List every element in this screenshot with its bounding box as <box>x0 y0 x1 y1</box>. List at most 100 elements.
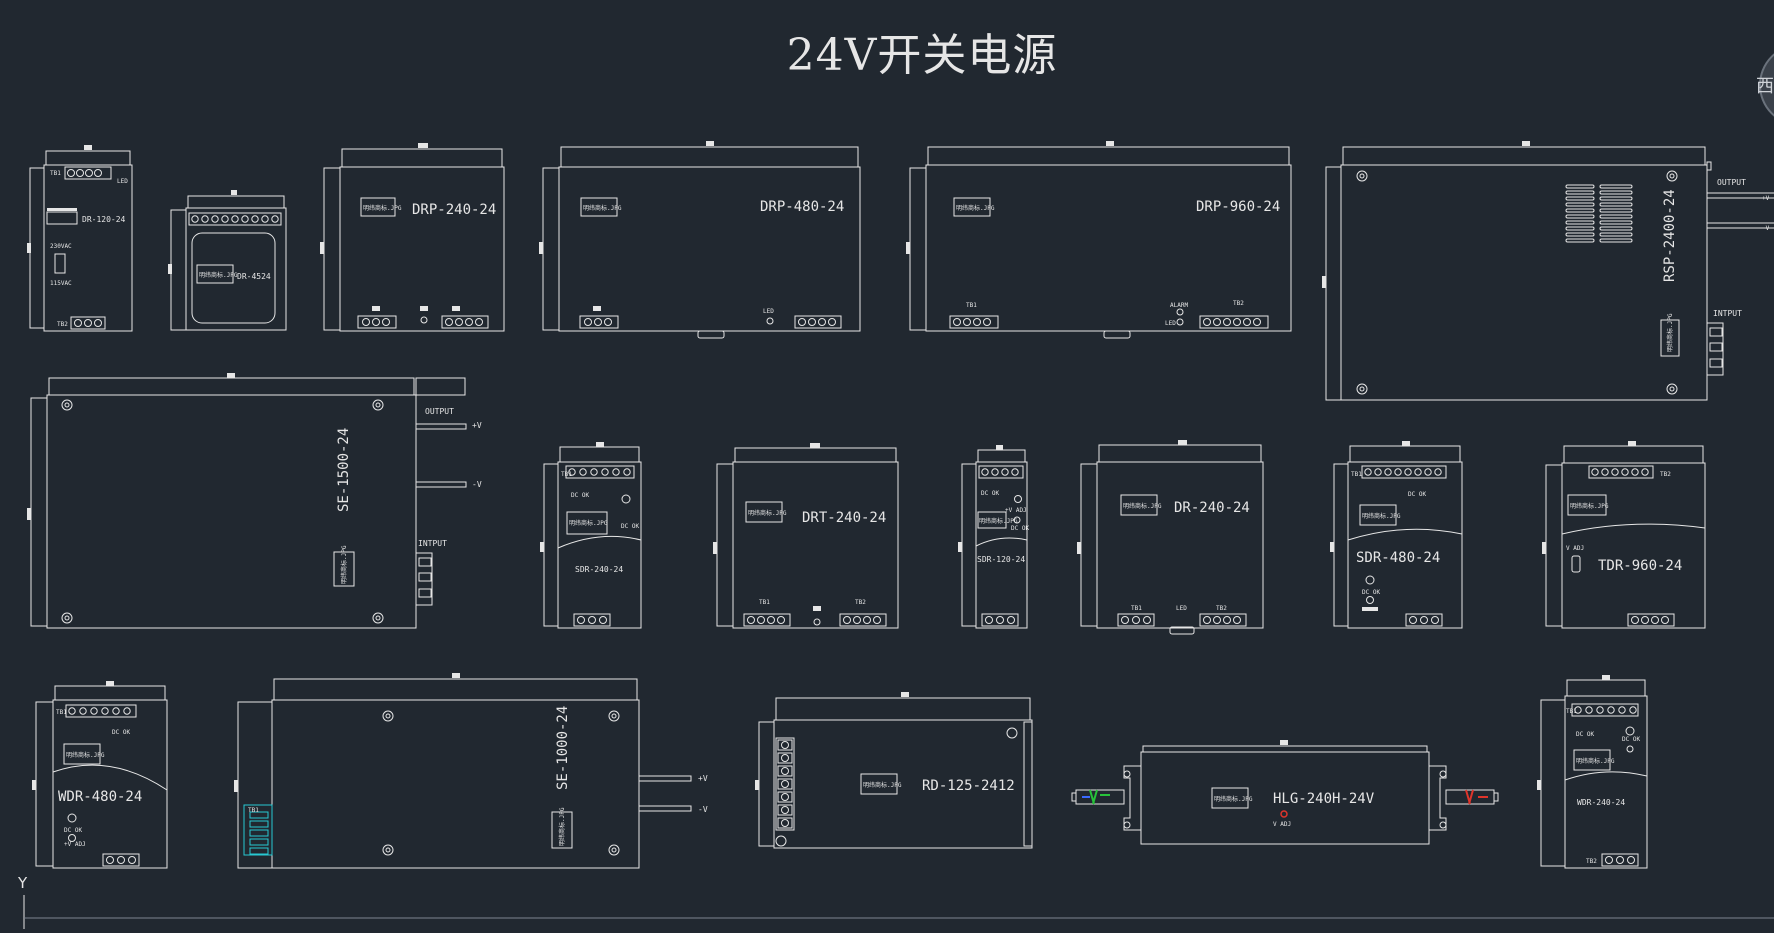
dc-ok-label: DC OK <box>1011 525 1029 532</box>
logo-placeholder: 明纬商标.JPG <box>1362 512 1401 520</box>
logo-placeholder: 明纬商标.JPG <box>748 509 787 517</box>
model-label: WDR-240-24 <box>1577 798 1625 807</box>
logo-placeholder: 明纬商标.JPG <box>1123 502 1162 510</box>
dc-ok-label: DC OK <box>1622 736 1640 743</box>
terminal-slot <box>777 778 793 790</box>
vent-slot <box>1599 202 1633 207</box>
terminal-screw <box>781 767 789 775</box>
vent-slot <box>1599 232 1633 237</box>
model-label: HLG-240H-24V <box>1273 791 1375 807</box>
logo-placeholder: 明纬商标.JPG <box>199 271 238 279</box>
dc-ok-label: DC OK <box>64 827 82 834</box>
unit-dr-240-24: 明纬商标.JPG DR-240-24 TB1 LED TB2 <box>1077 440 1264 635</box>
logo-placeholder: 明纬商标.JPG <box>1214 795 1253 803</box>
model-label: RSP-2400-24 <box>1662 189 1678 282</box>
terminal-screw <box>249 847 269 855</box>
tb1-label: TB1 <box>1566 708 1577 715</box>
tb1-label: TB1 <box>1131 605 1142 612</box>
logo-placeholder: 明纬商标.JPG <box>1576 757 1615 765</box>
edge-widget[interactable]: 西 <box>1756 45 1774 125</box>
tb1-label: TB1 <box>56 709 67 716</box>
logo-placeholder: 明纬商标.JPG <box>558 807 566 846</box>
led-label: LED <box>1176 605 1187 612</box>
ac115-label: 115VAC <box>50 280 72 287</box>
logo-placeholder: 明纬商标.JPG <box>956 204 995 212</box>
terminal-screw <box>781 780 789 788</box>
tb2-label: TB2 <box>1216 605 1227 612</box>
vent-slot <box>1565 238 1595 243</box>
output-label: OUTPUT <box>1717 178 1746 187</box>
v-adj-label: V ADJ <box>1566 545 1584 552</box>
vent-slot <box>1599 214 1633 219</box>
model-label: SDR-240-24 <box>575 565 623 574</box>
input-label: INTPUT <box>418 539 447 548</box>
logo-placeholder: 明纬商标.JPG <box>340 545 348 584</box>
tb1-label: TB1 <box>248 807 259 814</box>
terminal-slot <box>777 765 793 777</box>
terminal-screw <box>781 806 789 814</box>
dc-ok-label: DC OK <box>1408 491 1426 498</box>
vent-slot <box>1599 190 1633 195</box>
unit-dr-4524: 明纬商标.JPG DR-4524 <box>168 190 287 331</box>
vent-slot <box>1565 214 1595 219</box>
model-label: TDR-960-24 <box>1598 558 1682 574</box>
vent-slot <box>1599 238 1633 243</box>
unit-rsp-2400-24: RSP-2400-24 明纬商标.JPG OUTPUT +V -V INTPUT <box>1322 141 1774 401</box>
terminal-slot <box>777 752 793 764</box>
model-label: WDR-480-24 <box>58 789 142 805</box>
unit-dr-120-24: TB1 LED DR-120-24 230VAC 115VAC TB2 <box>27 145 133 332</box>
logo-placeholder: 明纬商标.JPG <box>863 781 902 789</box>
dc-ok-label: DC OK <box>981 490 999 497</box>
vent-slots <box>1565 184 1633 243</box>
tb1-label: TB1 <box>561 471 572 478</box>
terminal-slot <box>777 817 793 829</box>
tb2-label: TB2 <box>1586 858 1597 865</box>
model-label: DRP-480-24 <box>760 199 844 215</box>
unit-rd-125-2412: 明纬商标.JPG RD-125-2412 <box>755 692 1033 849</box>
unit-tdr-960-24: TB2 明纬商标.JPG V ADJ TDR-960-24 <box>1542 441 1706 629</box>
terminal-screw <box>781 741 789 749</box>
terminal-screw <box>249 820 269 828</box>
v-adj-label: +V ADJ <box>1005 507 1027 514</box>
tb2-label: TB2 <box>855 599 866 606</box>
led-label: LED <box>1165 320 1176 327</box>
unit-se-1500-24: SE-1500-24 明纬商标.JPG OUTPUT +V -V INTPUT <box>27 373 482 629</box>
dc-ok-label: DC OK <box>1362 589 1380 596</box>
unit-drp-240-24: 明纬商标.JPG DRP-240-24 <box>320 143 505 332</box>
unit-sdr-240-24: TB1 DC OK DC OK 明纬商标.JPG SDR-240-24 <box>540 442 642 629</box>
terminal-slot <box>777 804 793 816</box>
unit-hlg-240h-24v: 明纬商标.JPG HLG-240H-24V V ADJ <box>1071 740 1499 845</box>
vent-slot <box>1565 190 1595 195</box>
v-adj-label: V ADJ <box>1273 821 1291 828</box>
model-label: SDR-480-24 <box>1356 550 1440 566</box>
vent-slot <box>1565 226 1595 231</box>
vent-slot <box>1565 220 1595 225</box>
vent-slot <box>1565 208 1595 213</box>
dc-ok-label: DC OK <box>571 492 589 499</box>
terminal-screw <box>781 793 789 801</box>
model-label: DRT-240-24 <box>802 510 886 526</box>
terminal-screw <box>249 838 269 846</box>
unit-se-1000-24: SE-1000-24 明纬商标.JPG +V -V TB1 <box>234 673 708 869</box>
vent-slot <box>1565 202 1595 207</box>
tb1-label: TB1 <box>759 599 770 606</box>
tb2-label: TB2 <box>1660 471 1671 478</box>
tb2-label: TB2 <box>1233 300 1244 307</box>
model-label: SE-1000-24 <box>555 706 571 790</box>
alarm-label: ALARM <box>1170 302 1188 309</box>
logo-placeholder: 明纬商标.JPG <box>363 204 402 212</box>
output-label: OUTPUT <box>425 407 454 416</box>
plus-v-label: +V <box>1762 195 1770 202</box>
dc-ok-label: DC OK <box>112 729 130 736</box>
model-label: DRP-960-24 <box>1196 199 1280 215</box>
led-label: LED <box>763 308 774 315</box>
v-adj-label: +V ADJ <box>64 841 86 848</box>
vent-slot <box>1599 184 1633 189</box>
terminal-screw <box>249 811 269 819</box>
plus-v-label: +V <box>472 421 482 430</box>
model-label: DR-120-24 <box>82 215 126 224</box>
led-label: LED <box>117 178 128 185</box>
logo-placeholder: 明纬商标.JPG <box>1666 313 1674 352</box>
